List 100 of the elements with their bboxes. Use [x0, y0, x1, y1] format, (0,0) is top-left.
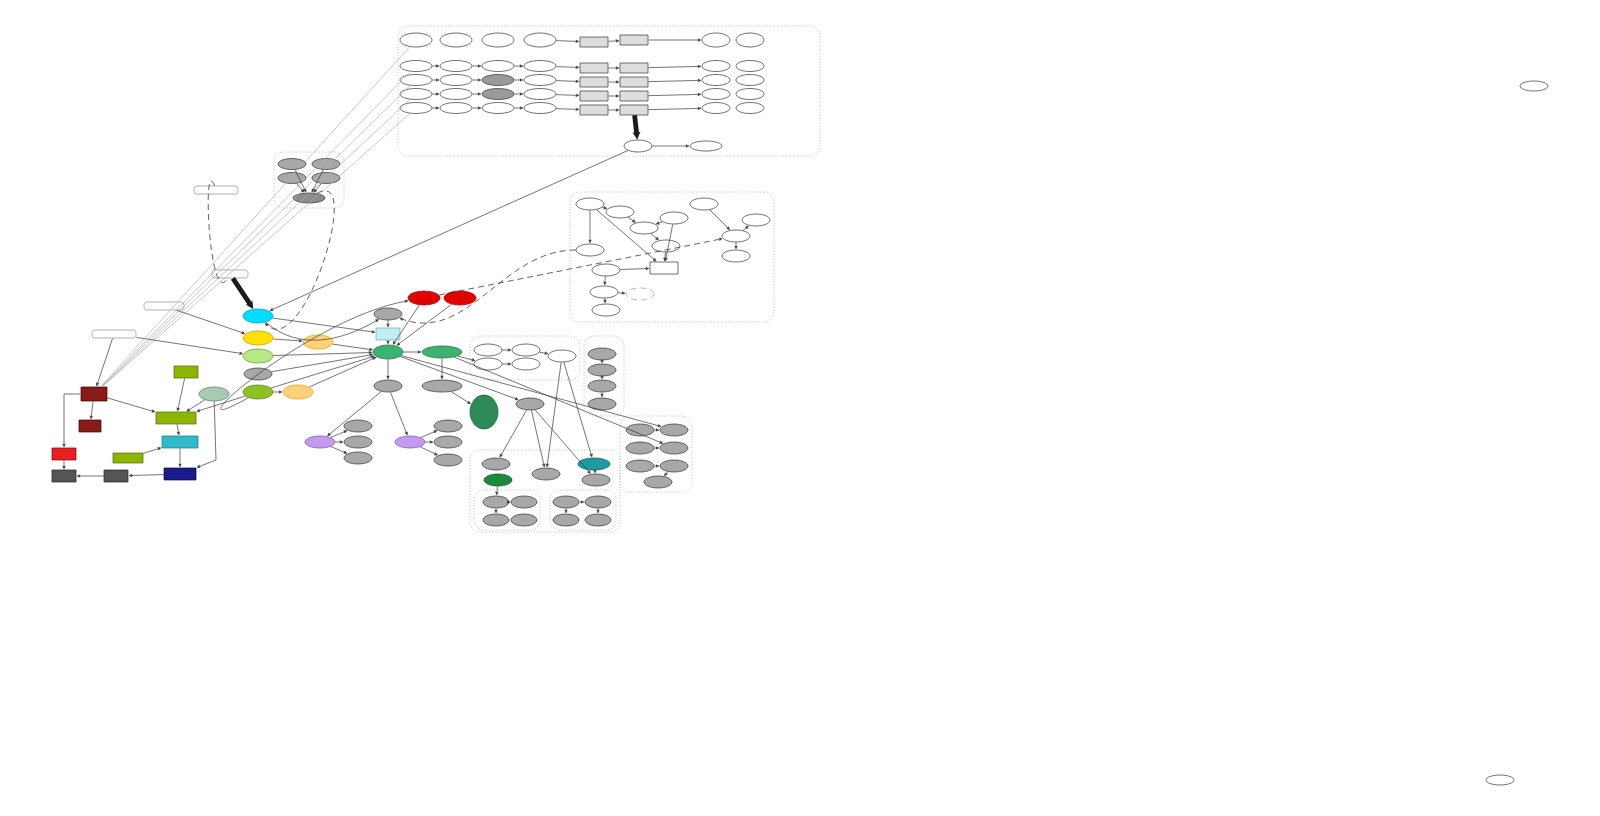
arrow	[531, 409, 546, 468]
ellipse-node	[399, 74, 433, 86]
ellipse-node	[735, 32, 765, 48]
arrow	[603, 298, 607, 304]
arrow	[62, 460, 66, 470]
arrow	[495, 486, 499, 496]
arrow	[308, 357, 377, 388]
ellipse-node	[482, 513, 510, 527]
ellipse-node	[623, 139, 653, 153]
ellipse-node	[394, 435, 426, 449]
ellipse-node	[689, 197, 719, 211]
ellipse-node	[721, 229, 751, 243]
arrow	[600, 375, 604, 380]
arrow	[272, 317, 376, 334]
ellipse-node	[311, 158, 341, 170]
arrow	[502, 362, 512, 366]
arrow	[514, 106, 524, 110]
arrow	[648, 106, 702, 110]
arrow	[648, 64, 702, 68]
arrow	[330, 430, 348, 438]
arrow	[265, 319, 379, 341]
group-frame	[569, 191, 775, 323]
arrow	[472, 64, 482, 68]
arrow	[494, 508, 498, 514]
ellipse-node	[510, 495, 538, 509]
ellipse-node	[591, 303, 621, 317]
note-box	[91, 329, 137, 339]
arrow	[563, 361, 593, 458]
ellipse-node	[302, 334, 334, 350]
ellipse-node	[523, 88, 557, 100]
ellipse-node	[343, 435, 373, 449]
arrow	[652, 144, 690, 148]
box-node	[375, 327, 401, 341]
ellipse-node	[311, 172, 341, 184]
ellipse-node	[651, 239, 681, 253]
ellipse-node	[242, 348, 274, 364]
arrow	[269, 150, 629, 311]
arrow	[654, 428, 660, 432]
arrow	[272, 338, 303, 343]
arrow	[502, 348, 512, 352]
ellipse-node	[531, 467, 561, 481]
arrow	[399, 356, 519, 401]
ellipse-node	[343, 419, 373, 433]
arrow	[271, 353, 373, 373]
ellipse-node	[584, 513, 612, 527]
arrow	[506, 500, 511, 504]
ellipse-node	[575, 243, 605, 257]
note-box	[193, 185, 239, 195]
arrow	[555, 39, 580, 43]
ellipse-node	[689, 140, 723, 152]
ellipse-node	[421, 379, 463, 393]
ellipse-node	[735, 74, 765, 86]
arrow	[330, 446, 348, 454]
ellipse-node	[575, 197, 605, 211]
ellipse-node	[552, 513, 580, 527]
ellipse-node	[473, 357, 503, 371]
arrow	[178, 448, 182, 468]
arrow	[196, 395, 246, 413]
box-node	[112, 452, 144, 464]
ellipse-node	[399, 60, 433, 72]
arrow	[196, 401, 217, 468]
arrow	[608, 108, 620, 112]
ellipse-node	[625, 287, 655, 301]
box-node	[161, 435, 199, 449]
arrow	[62, 393, 81, 448]
ellipse-node	[373, 307, 403, 321]
ellipse-node	[625, 459, 655, 473]
ellipse-node	[481, 102, 515, 114]
ellipse-node	[433, 419, 463, 433]
ellipse-node	[510, 513, 538, 527]
ellipse-node	[581, 473, 611, 487]
arrow	[654, 446, 660, 450]
note-box	[211, 269, 249, 279]
arrow	[656, 221, 663, 225]
ellipse-node	[433, 453, 463, 467]
arrow	[663, 252, 667, 262]
ellipse-node	[587, 397, 617, 411]
arrow	[270, 355, 375, 389]
arrow	[273, 390, 283, 394]
box-node	[155, 411, 197, 425]
ellipse-node	[1485, 774, 1515, 786]
arrow	[664, 471, 669, 476]
ellipse-node	[741, 213, 771, 227]
ellipse-node	[439, 74, 473, 86]
ellipse-node	[483, 473, 513, 487]
arrow	[186, 399, 206, 412]
ellipse-node	[523, 32, 557, 48]
ellipse-node	[515, 397, 545, 411]
group-frame	[469, 449, 621, 533]
ellipse-node	[243, 367, 273, 381]
arrow	[617, 291, 626, 295]
arrow	[332, 343, 373, 351]
arrow	[386, 359, 390, 380]
arrow	[327, 391, 382, 437]
ellipse-node	[605, 205, 635, 219]
arrow	[230, 277, 254, 309]
arrow	[555, 65, 580, 69]
group-frame	[469, 335, 581, 381]
arrow	[457, 355, 476, 362]
ellipse-node	[407, 290, 441, 306]
